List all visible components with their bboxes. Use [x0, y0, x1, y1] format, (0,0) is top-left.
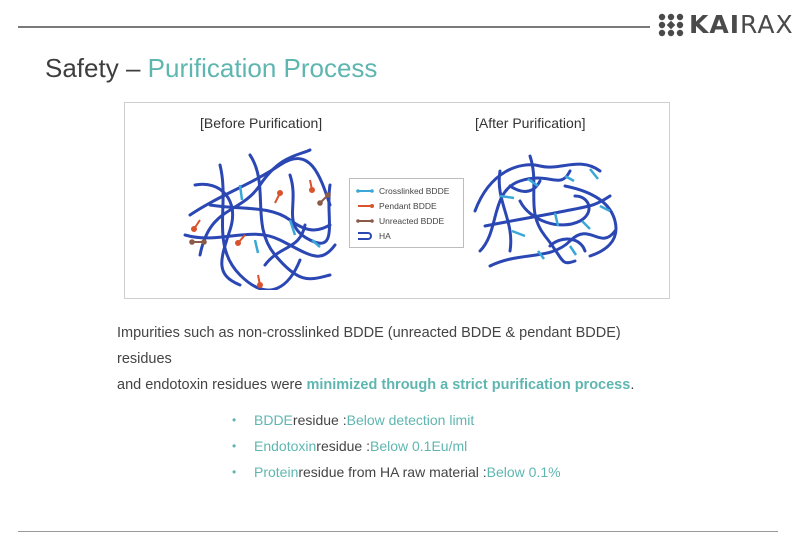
- crosslink-icon: [356, 189, 374, 193]
- after-label: [After Purification]: [475, 115, 586, 131]
- results-list: • BDDE residue : Below detection limit •…: [232, 407, 561, 485]
- page-title: Safety – Purification Process: [45, 50, 377, 86]
- before-network-diagram: [183, 148, 337, 290]
- description-line1: Impurities such as non-crosslinked BDDE …: [117, 325, 621, 367]
- legend-label: Pendant BDDE: [379, 201, 437, 211]
- bullet-icon: •: [232, 439, 237, 453]
- legend-label: HA: [379, 231, 391, 241]
- logo-text: KAIRAX: [689, 10, 794, 39]
- legend-label: Unreacted BDDE: [379, 216, 445, 226]
- description-highlight: minimized through a strict purification …: [306, 377, 631, 393]
- purification-figure: [Before Purification] [After Purificatio…: [124, 102, 670, 299]
- legend-item: Crosslinked BDDE: [356, 184, 449, 198]
- legend: Crosslinked BDDE Pendant BDDE Unreacted …: [349, 178, 464, 248]
- bottom-divider: [18, 531, 778, 532]
- legend-item: Unreacted BDDE: [356, 214, 444, 228]
- title-sub: Purification Process: [147, 53, 378, 83]
- after-network-diagram: [473, 154, 618, 268]
- description-text: Impurities such as non-crosslinked BDDE …: [117, 320, 677, 398]
- title-main: Safety: [45, 53, 119, 83]
- list-item: • BDDE residue : Below detection limit: [232, 412, 475, 428]
- bullet-icon: •: [232, 465, 237, 479]
- legend-item: HA: [356, 229, 391, 243]
- bullet-icon: •: [232, 413, 237, 427]
- legend-label: Crosslinked BDDE: [379, 186, 450, 196]
- unreacted-icon: [356, 219, 374, 223]
- legend-item: Pendant BDDE: [356, 199, 437, 213]
- logo-mark-icon: [658, 13, 684, 37]
- kairax-logo: KAIRAX: [658, 12, 794, 38]
- title-separator: –: [125, 53, 141, 83]
- top-divider: [18, 26, 650, 28]
- list-item: • Protein residue from HA raw material :…: [232, 464, 561, 480]
- ha-chain-icon: [358, 232, 372, 240]
- pendant-icon: [358, 204, 374, 208]
- description-line2: and endotoxin residues were minimized th…: [117, 377, 635, 393]
- list-item: • Endotoxin residue : Below 0.1Eu/ml: [232, 438, 468, 454]
- before-label: [Before Purification]: [200, 115, 323, 131]
